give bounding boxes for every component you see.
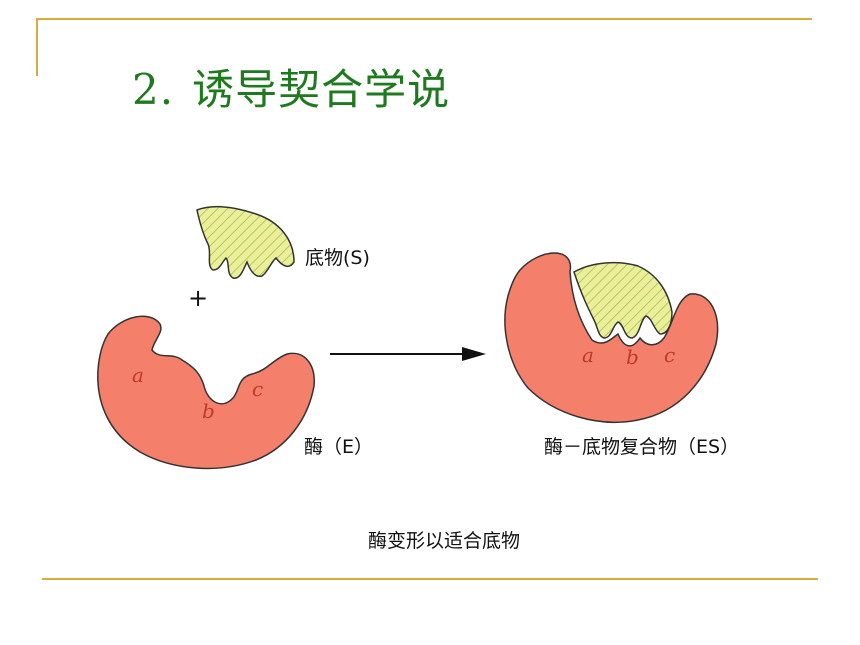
left-rule	[36, 18, 38, 76]
site-label-a-left: a	[132, 363, 144, 387]
substrate-label: 底物(S)	[305, 247, 370, 269]
enzyme-shape	[97, 315, 315, 470]
site-label-c-right: c	[664, 343, 675, 367]
reaction-arrow-head	[462, 347, 486, 361]
site-label-c-left: c	[252, 377, 263, 401]
slide-title: 2. 诱导契合学说	[132, 56, 450, 117]
enzyme-label: 酶（E）	[304, 436, 374, 458]
complex-substrate-shape	[573, 261, 673, 339]
site-label-b-left: b	[202, 399, 215, 423]
bottom-rule	[42, 578, 818, 580]
caption: 酶变形以适合底物	[368, 530, 521, 552]
complex-label: 酶－底物复合物（ES）	[544, 436, 740, 458]
substrate-shape	[196, 205, 295, 279]
top-rule	[36, 18, 812, 20]
title-number: 2.	[132, 65, 175, 114]
site-label-b-right: b	[626, 345, 639, 369]
complex-enzyme-shape	[504, 252, 719, 423]
title-text: 诱导契合学说	[192, 65, 451, 114]
plus-sign: +	[188, 284, 209, 312]
site-label-a-right: a	[582, 343, 594, 367]
